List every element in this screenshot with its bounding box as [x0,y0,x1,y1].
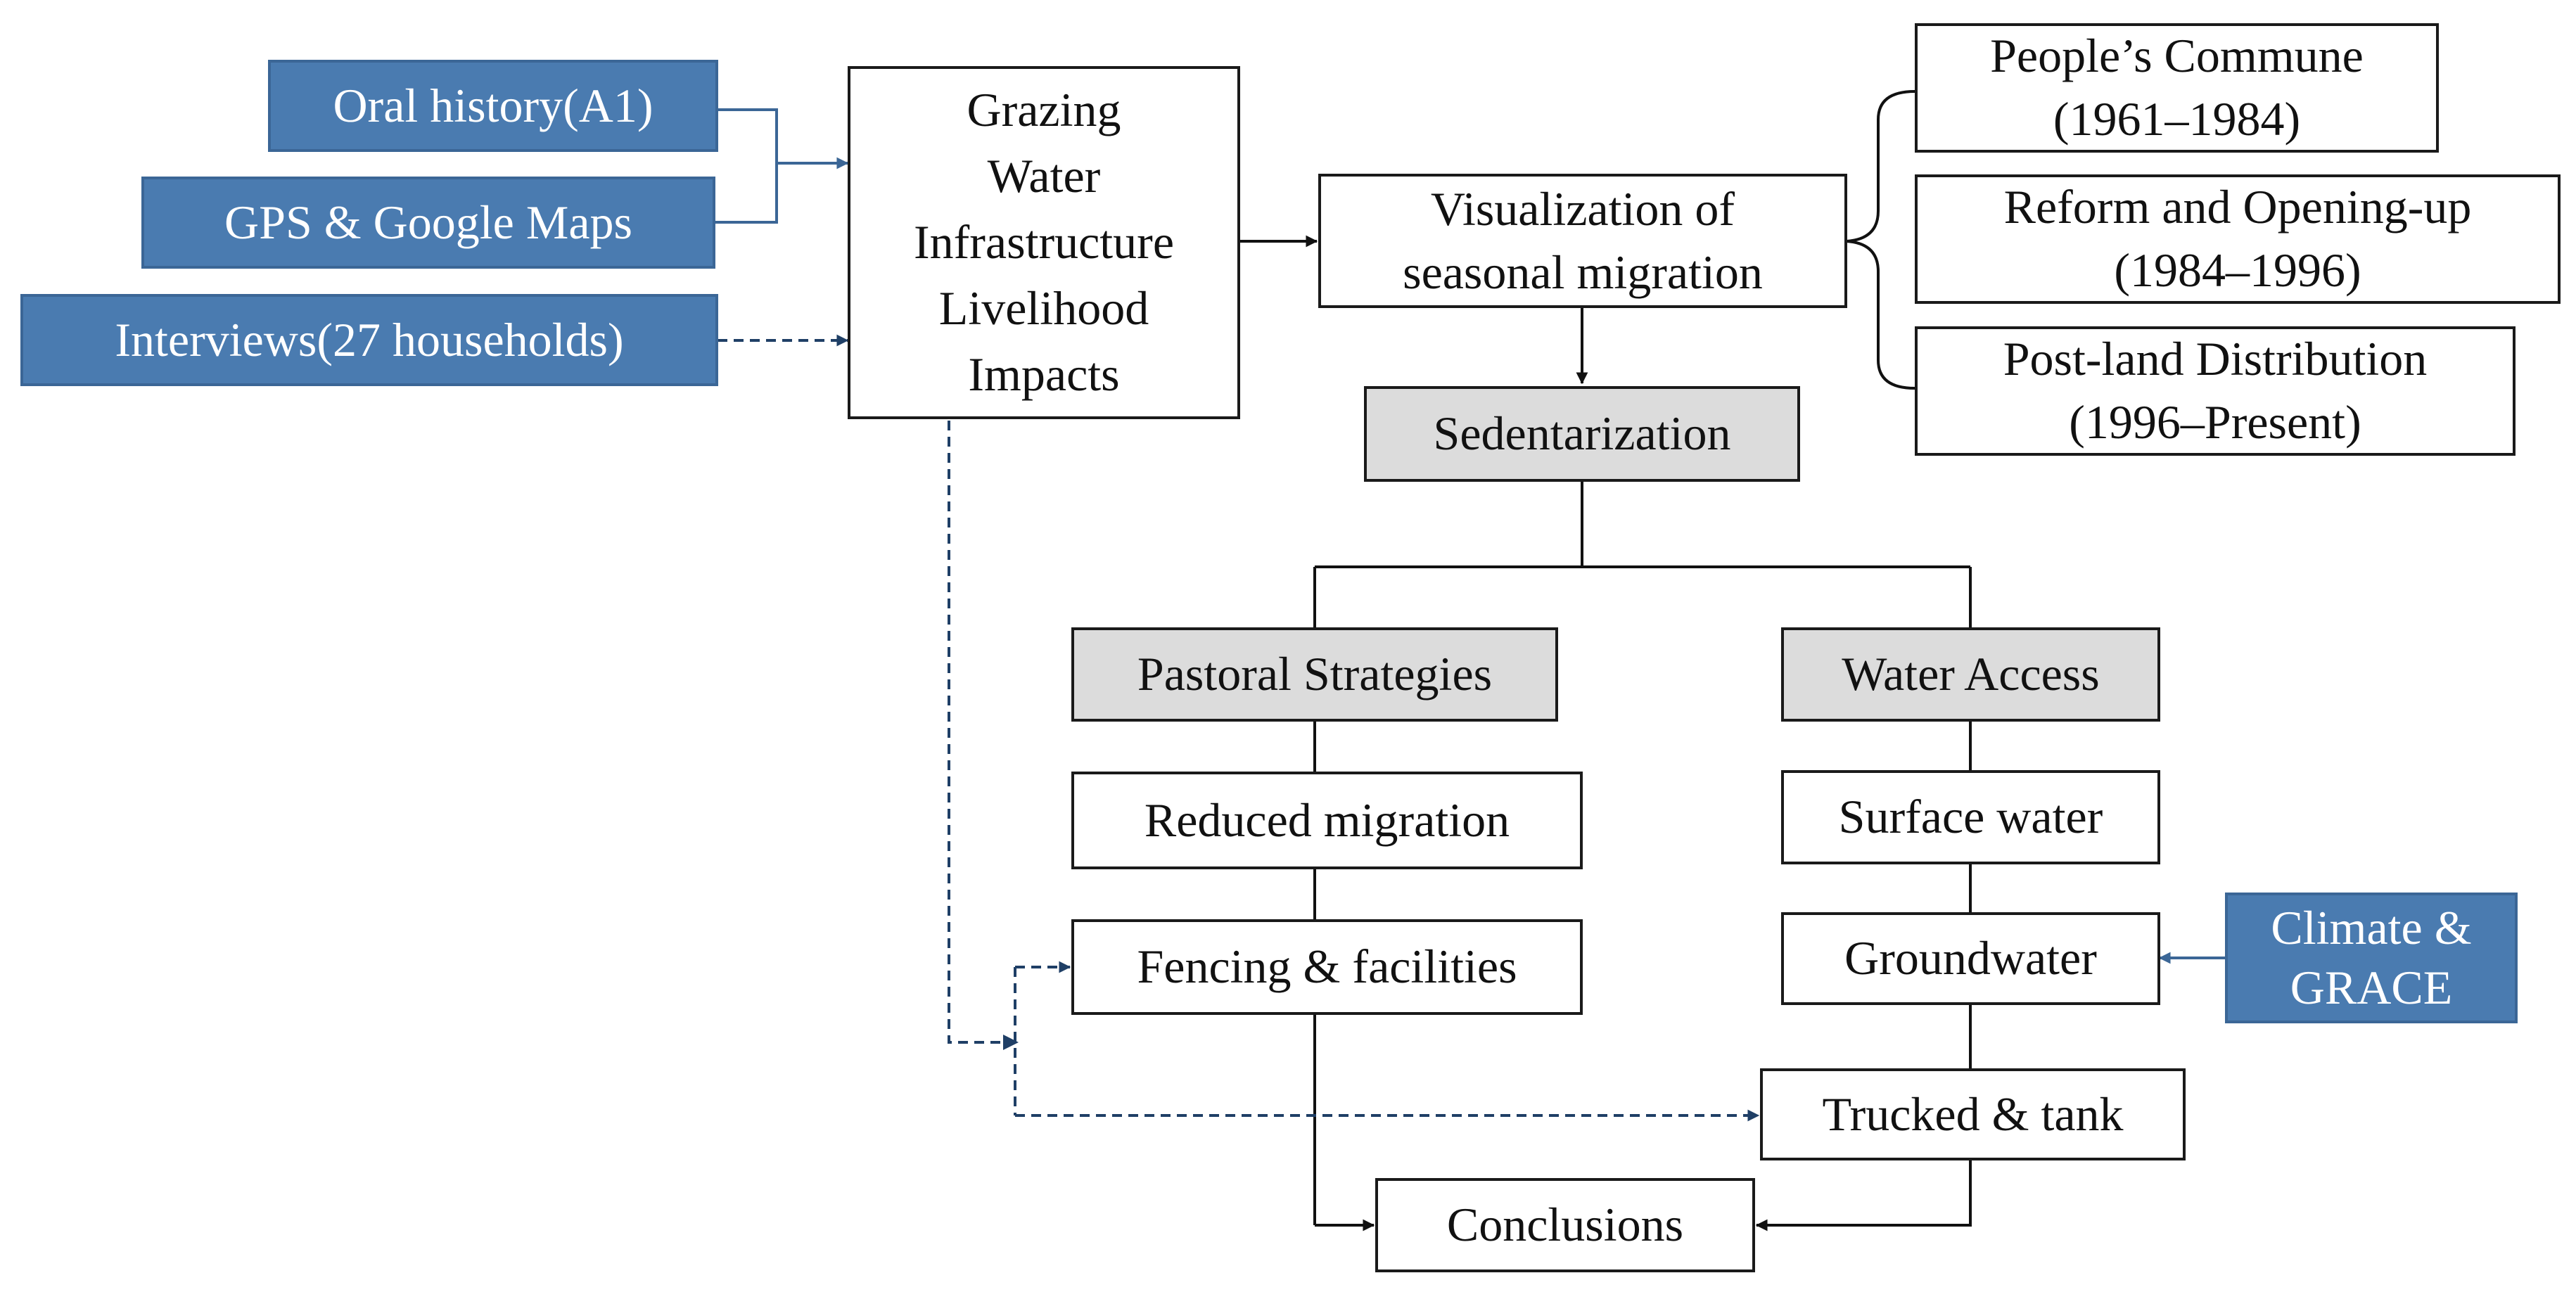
theme-grazing: Grazing [967,83,1121,137]
period-brace [1846,90,1915,390]
period-1-name: People’s Commune [1990,29,2364,83]
water-access-label: Water Access [1842,647,2100,701]
period-reform-opening: Reform and Opening-up (1984–1996) [1915,174,2561,304]
period-peoples-commune: People’s Commune (1961–1984) [1915,23,2439,153]
groundwater-box: Groundwater [1781,912,2160,1005]
climate-label-line-1: Climate & [2271,901,2472,954]
period-2-years: (1984–1996) [2114,243,2361,297]
theme-impacts: Impacts [968,347,1120,401]
climate-label-line-2: GRACE [2290,961,2453,1014]
themes-box: Grazing Water Infrastructure Livelihood … [848,66,1240,419]
interviews-source: Interviews(27 households) [20,294,718,386]
oral-history-label: Oral history(A1) [333,78,653,132]
visualization-box: Visualization of seasonal migration [1318,174,1847,308]
fencing-facilities-box: Fencing & facilities [1071,919,1583,1015]
trucked-tank-label: Trucked & tank [1822,1087,2124,1141]
sedentarization-label: Sedentarization [1433,407,1731,461]
visualization-line-1: Visualization of [1430,181,1735,236]
fencing-facilities-label: Fencing & facilities [1137,940,1517,994]
reduced-migration-label: Reduced migration [1144,793,1510,847]
conclusions-box: Conclusions [1375,1178,1755,1272]
sedentarization-box: Sedentarization [1364,386,1800,482]
climate-grace-source: Climate & GRACE [2225,893,2518,1023]
theme-infrastructure: Infrastructure [913,215,1174,269]
water-access-box: Water Access [1781,627,2160,722]
pastoral-strategies-label: Pastoral Strategies [1137,647,1493,701]
period-2-name: Reform and Opening-up [2003,180,2472,234]
period-3-years: (1996–Present) [2069,395,2361,449]
visualization-line-2: seasonal migration [1403,245,1763,299]
theme-livelihood: Livelihood [938,281,1149,335]
period-3-name: Post-land Distribution [2003,332,2428,386]
oral-history-source: Oral history(A1) [268,60,718,152]
interviews-label: Interviews(27 households) [115,312,624,366]
dashed-arrowhead-junction [1003,1035,1019,1050]
reduced-migration-box: Reduced migration [1071,772,1583,869]
surface-water-box: Surface water [1781,770,2160,864]
sedentarization-branch [1313,481,1972,627]
pastoral-strategies-box: Pastoral Strategies [1071,627,1558,722]
gps-label: GPS & Google Maps [224,195,632,249]
groundwater-label: Groundwater [1844,931,2097,985]
period-1-years: (1961–1984) [2053,92,2301,146]
conclusions-label: Conclusions [1446,1198,1684,1252]
gps-source: GPS & Google Maps [141,177,715,269]
source-merge-connector [715,108,849,224]
surface-water-label: Surface water [1838,790,2103,844]
trucked-tank-box: Trucked & tank [1760,1068,2186,1160]
period-post-land-distribution: Post-land Distribution (1996–Present) [1915,326,2516,456]
water-chain-connectors [1878,722,1972,1227]
themes-dashed-path [948,421,1016,1115]
theme-water: Water [987,149,1101,203]
